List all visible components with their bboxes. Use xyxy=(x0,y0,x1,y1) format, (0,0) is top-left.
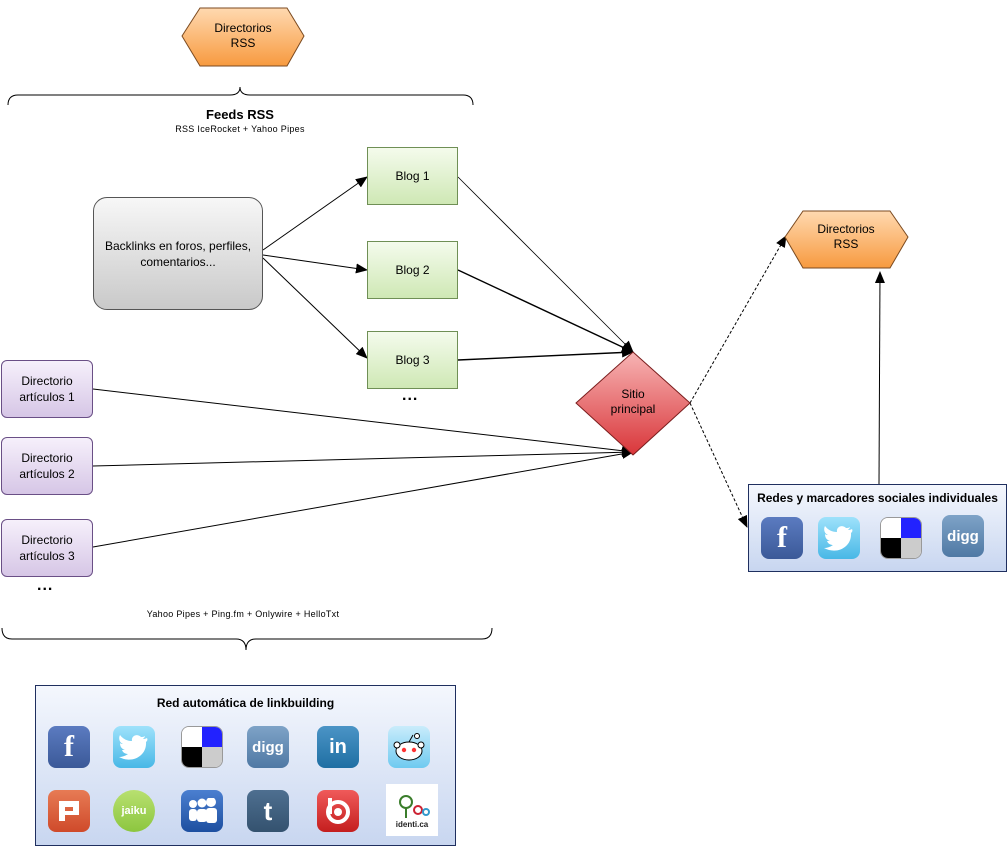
blog-label: Blog 3 xyxy=(395,353,430,367)
tumblr-icon[interactable]: t xyxy=(247,790,289,832)
facebook-icon[interactable]: f xyxy=(48,726,90,768)
feeds-subtitle: RSS IceRocket + Yahoo Pipes xyxy=(175,124,305,134)
edge-backlinks-blog2 xyxy=(262,254,368,274)
identica-icon[interactable]: identi.ca xyxy=(386,784,438,836)
bebo-shape xyxy=(326,798,350,824)
top-hexagon-label-line1: Directorios xyxy=(214,21,272,35)
identica-logo-shape xyxy=(399,794,430,818)
blog-label: Blog 2 xyxy=(395,263,430,277)
directory-label-line1: Directorio xyxy=(21,533,73,547)
myspace-people-shape xyxy=(189,798,217,823)
main-site-diamond xyxy=(575,351,691,456)
plurk-icon[interactable] xyxy=(48,790,90,832)
edge-blog2-main xyxy=(457,269,634,353)
edge-dir3-main xyxy=(92,448,634,548)
right-rss-hexagon xyxy=(784,210,909,269)
blog-node-3: Blog 3 xyxy=(367,331,458,389)
directory-node-3: Directorio artículos 3 xyxy=(1,519,93,577)
edge-backlinks-blog3 xyxy=(262,257,368,359)
edge-backlinks-blog1 xyxy=(262,176,368,251)
myspace-icon[interactable] xyxy=(181,790,223,832)
facebook-icon[interactable]: f xyxy=(761,517,803,559)
delicious-icon[interactable] xyxy=(880,517,922,559)
facebook-glyph: f xyxy=(64,730,74,763)
identica-text: identi.ca xyxy=(395,819,429,829)
top-hexagon-label-line2: RSS xyxy=(230,36,256,50)
twitter-icon[interactable] xyxy=(818,517,860,559)
digg-glyph: digg xyxy=(947,527,979,545)
edge-dir2-main xyxy=(92,447,634,467)
main-site-label-line1: Sitio xyxy=(621,387,645,401)
tools-label: Yahoo Pipes + Ping.fm + Onlywire + Hello… xyxy=(146,609,340,619)
edge-main-rsshex xyxy=(689,235,787,404)
edge-blog3-main xyxy=(457,347,634,361)
digg-icon[interactable]: digg xyxy=(247,726,289,768)
main-site-label: Sitio principal xyxy=(594,387,672,417)
plurk-shape xyxy=(59,801,79,821)
backlinks-box: Backlinks en foros, perfiles, comentario… xyxy=(93,197,263,310)
right-hexagon-label-line2: RSS xyxy=(833,237,859,251)
top-hexagon-label: Directorios RSS xyxy=(200,21,286,51)
directory-label-line2: artículos 1 xyxy=(19,390,75,404)
directory-label-line2: artículos 3 xyxy=(19,549,75,563)
jaiku-text: jaiku xyxy=(121,805,147,817)
edge-social-rsshex xyxy=(874,271,885,485)
facebook-glyph: f xyxy=(777,521,787,554)
directory-label-line1: Directorio xyxy=(21,374,73,388)
directories-ellipsis: ... xyxy=(37,577,54,594)
right-hexagon-label: Directorios RSS xyxy=(803,222,889,252)
social-panel-title: Redes y marcadores sociales individuales xyxy=(757,491,998,505)
edge-blog1-main xyxy=(457,176,634,353)
feeds-title: Feeds RSS xyxy=(206,107,274,122)
tools-brace xyxy=(1,627,493,651)
linkedin-glyph: in xyxy=(329,735,347,758)
feeds-brace xyxy=(7,86,474,106)
edge-main-social xyxy=(689,402,748,528)
delicious-icon[interactable] xyxy=(181,726,223,768)
reddit-icon[interactable] xyxy=(388,726,430,768)
main-site-label-line2: principal xyxy=(610,402,656,416)
jaiku-icon[interactable]: jaiku xyxy=(113,790,155,832)
top-rss-hexagon xyxy=(181,7,305,67)
digg-glyph: digg xyxy=(252,738,284,756)
right-hexagon-label-line1: Directorios xyxy=(817,222,875,236)
linkedin-icon[interactable]: in xyxy=(317,726,359,768)
social-panel: Redes y marcadores sociales individuales… xyxy=(748,484,1007,572)
linkbuilding-panel-title: Red automática de linkbuilding xyxy=(156,696,335,710)
directory-node-2: Directorio artículos 2 xyxy=(1,437,93,495)
directory-label-line2: artículos 2 xyxy=(19,467,75,481)
tumblr-glyph: t xyxy=(263,795,273,826)
twitter-bird-shape xyxy=(824,526,853,551)
blog-node-1: Blog 1 xyxy=(367,147,458,205)
directory-label-line1: Directorio xyxy=(21,451,73,465)
blogs-ellipsis: ... xyxy=(402,387,419,404)
directory-node-1: Directorio artículos 1 xyxy=(1,360,93,418)
blog-label: Blog 1 xyxy=(395,169,430,183)
blog-node-2: Blog 2 xyxy=(367,241,458,299)
reddit-alien-shape xyxy=(393,733,425,761)
linkbuilding-panel: Red automática de linkbuilding f digg in… xyxy=(35,685,456,846)
edge-dir1-main xyxy=(92,388,634,456)
backlinks-label: Backlinks en foros, perfiles, comentario… xyxy=(104,238,252,269)
digg-icon[interactable]: digg xyxy=(942,515,984,557)
twitter-bird-shape xyxy=(119,735,148,760)
twitter-icon[interactable] xyxy=(113,726,155,768)
bebo-icon[interactable] xyxy=(317,790,359,832)
